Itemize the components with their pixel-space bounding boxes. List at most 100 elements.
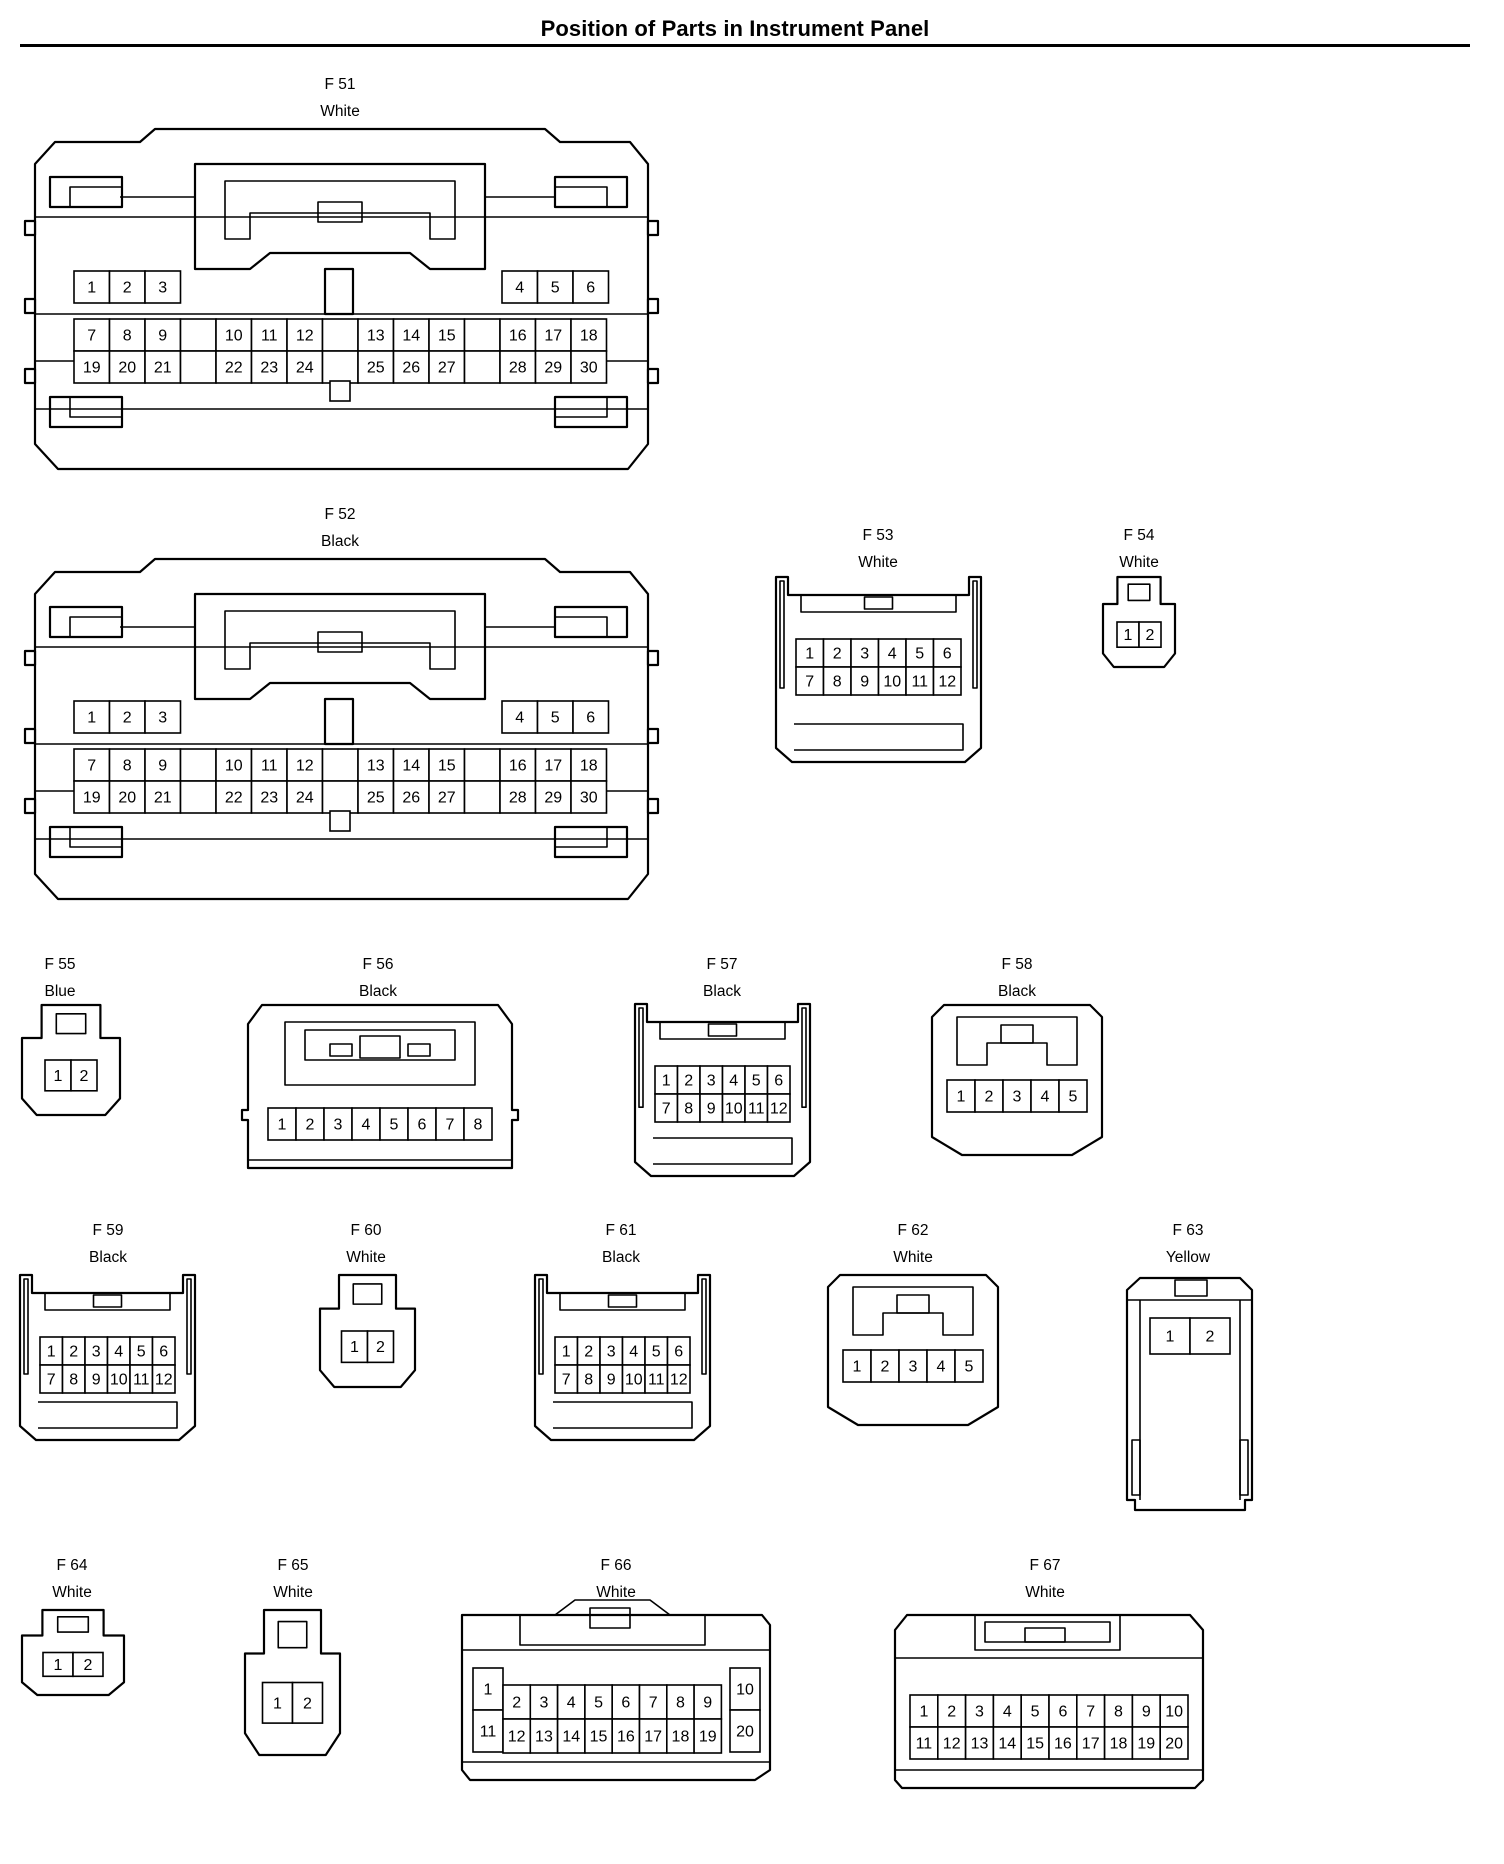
pin-cavity — [729, 1709, 761, 1753]
housing-outline — [186, 1278, 192, 1375]
pin-number: 8 — [69, 1372, 78, 1389]
blank-cavity — [179, 748, 217, 782]
housing-outline — [224, 610, 456, 670]
key-square — [329, 380, 351, 402]
pin-cavity — [1159, 1726, 1189, 1760]
connector-color: Black — [89, 1249, 127, 1266]
pin-number: 1 — [805, 646, 814, 663]
pin-number: 6 — [586, 710, 595, 727]
pin-cavity — [1159, 1694, 1189, 1728]
housing-part — [589, 1607, 631, 1629]
connector-code: F 64 — [56, 1557, 87, 1574]
pin-cavity — [295, 1107, 325, 1141]
page-title: Position of Parts in Instrument Panel — [540, 16, 930, 41]
housing-outline — [659, 1021, 786, 1040]
pin-cavity — [340, 1330, 369, 1364]
pin-number: 2 — [84, 1657, 93, 1674]
pin-number: 2 — [985, 1089, 994, 1106]
housing-part — [646, 649, 660, 667]
pin-number: 1 — [562, 1344, 571, 1361]
pin-cavity — [407, 1107, 437, 1141]
housing-part — [1239, 1439, 1249, 1496]
connector-color: Black — [998, 983, 1036, 1000]
pin-cavity — [693, 1684, 723, 1720]
housing-part — [55, 1012, 87, 1035]
pin-number: 22 — [225, 790, 243, 807]
pin-number: 9 — [607, 1372, 616, 1389]
pin-cavity — [73, 350, 111, 384]
housing-part — [1127, 583, 1151, 602]
pin-number: 2 — [584, 1344, 593, 1361]
housing-outline — [779, 580, 785, 689]
pin-cavity — [73, 270, 111, 304]
pin-cavity — [946, 1079, 976, 1113]
housing-outline — [224, 180, 456, 240]
housing-outline — [972, 580, 978, 689]
pin-cavity — [570, 350, 608, 384]
pin-number: 8 — [833, 674, 842, 691]
pin-number: 7 — [87, 758, 96, 775]
pin-number: 2 — [376, 1339, 385, 1356]
housing-outline — [553, 1401, 693, 1429]
housing-part — [646, 219, 660, 237]
pin-number: 28 — [509, 360, 527, 377]
pin-cavity — [144, 748, 182, 782]
pin-number: 20 — [736, 1724, 754, 1741]
pin-number: 1 — [853, 1359, 862, 1376]
housing-part — [607, 1294, 638, 1308]
pin-number: 2 — [684, 1073, 693, 1090]
pin-cavity — [286, 318, 324, 352]
housing-part — [1174, 1279, 1208, 1297]
housing-part — [646, 727, 660, 745]
pin-number: 1 — [350, 1339, 359, 1356]
pin-number: 3 — [1013, 1089, 1022, 1106]
connector-color: White — [1025, 1584, 1065, 1601]
pin-number: 9 — [158, 328, 167, 345]
pin-number: 7 — [87, 328, 96, 345]
pin-number: 5 — [1069, 1089, 1078, 1106]
pin-number: 16 — [1054, 1736, 1072, 1753]
pin-number: 5 — [137, 1344, 146, 1361]
pin-number: 8 — [123, 328, 132, 345]
pin-number: 9 — [860, 674, 869, 691]
connector-code: F 62 — [897, 1222, 928, 1239]
connector-color: White — [893, 1249, 933, 1266]
pin-number: 8 — [474, 1117, 483, 1134]
pin-cavity — [1138, 621, 1162, 649]
connector-color: Black — [602, 1249, 640, 1266]
pin-number: 19 — [83, 360, 101, 377]
pin-number: 12 — [296, 758, 314, 775]
connector-color: White — [596, 1584, 636, 1601]
housing-outline — [304, 1029, 456, 1061]
connector-code: F 58 — [1001, 956, 1032, 973]
housing-outline — [984, 1621, 1111, 1643]
pin-number: 1 — [273, 1695, 282, 1712]
pin-number: 17 — [544, 328, 562, 345]
housing-outline — [38, 1401, 178, 1429]
pin-cavity — [502, 1684, 532, 1720]
pin-cavity — [570, 748, 608, 782]
pin-number: 6 — [621, 1695, 630, 1712]
connector-code: F 59 — [92, 1222, 123, 1239]
pin-number: 16 — [509, 328, 527, 345]
pin-number: 2 — [881, 1359, 890, 1376]
pin-number: 4 — [937, 1359, 946, 1376]
pin-number: 6 — [674, 1344, 683, 1361]
pin-cavity — [1076, 1726, 1106, 1760]
pin-cavity — [611, 1718, 641, 1754]
housing-part — [646, 367, 660, 385]
pin-number: 2 — [306, 1117, 315, 1134]
pin-number: 11 — [916, 1736, 933, 1753]
pin-number: 3 — [975, 1704, 984, 1721]
pin-number: 4 — [515, 280, 524, 297]
pin-number: 8 — [584, 1372, 593, 1389]
pin-cavity — [463, 1107, 493, 1141]
connector-color: Black — [359, 983, 397, 1000]
pin-cavity — [556, 1684, 586, 1720]
housing-part — [23, 649, 37, 667]
blank-cavity — [179, 350, 217, 384]
housing-part — [707, 1023, 738, 1037]
